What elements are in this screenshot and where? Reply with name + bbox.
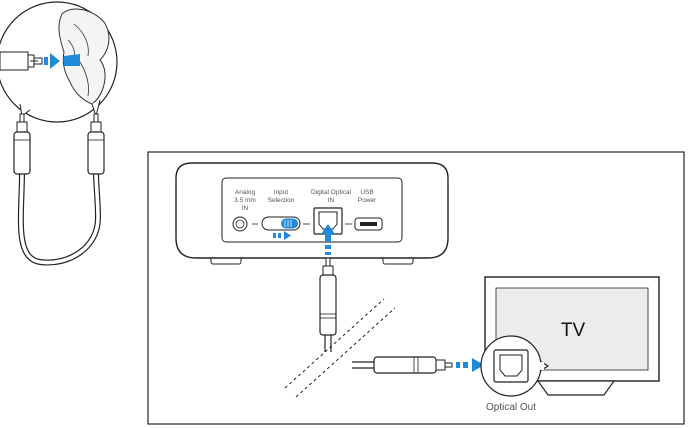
digital-optical-port: [313, 207, 343, 235]
optical-cable-horizontal: [352, 356, 453, 374]
optical-cable-vertical: [319, 257, 337, 352]
tv-label: TV: [561, 320, 586, 341]
optical-insert-arrow-icon: [321, 224, 335, 255]
cap-tip-highlight: [64, 54, 80, 66]
magnifier-callout: [0, 1, 118, 123]
receiver-device: Analog 3.5 mm IN Input Selection Digital…: [175, 162, 449, 265]
plug-body-magnified: [0, 51, 29, 71]
analog-label-1: Analog: [235, 189, 256, 196]
optical-label-1: Digital Optical: [311, 189, 352, 196]
cable-break-line-1: [284, 298, 385, 389]
switch-slider: [281, 218, 298, 229]
cable-break-line-2: [295, 307, 396, 398]
tv-optical-port-callout: [480, 335, 550, 397]
usb-label-1: USB: [360, 189, 373, 196]
device-back-panel: [221, 177, 403, 243]
port-labels: Analog 3.5 mm IN Input Selection Digital…: [234, 189, 377, 212]
analog-label-3: IN: [242, 205, 249, 212]
input-selection-switch: [261, 216, 301, 231]
switch-direction-arrow-icon: [273, 231, 291, 240]
input-label-1: Input: [274, 189, 289, 196]
optical-label-2: IN: [328, 197, 335, 204]
cable-detail: [0, 1, 118, 266]
cable-connector-left: [13, 113, 31, 175]
analog-jack-port: [232, 216, 248, 232]
analog-label-2: 3.5 mm: [234, 197, 256, 204]
insert-arrow-icon: [44, 53, 60, 69]
tv-stand: [536, 380, 616, 396]
tv-insert-arrow-icon: [456, 358, 484, 372]
television: TV: [484, 276, 660, 396]
cable-connector-right: [87, 113, 105, 175]
input-label-2: Selection: [268, 197, 295, 204]
optical-out-label: Optical Out: [486, 402, 536, 413]
usb-label-2: Power: [358, 197, 377, 204]
usb-power-port: [354, 217, 383, 231]
